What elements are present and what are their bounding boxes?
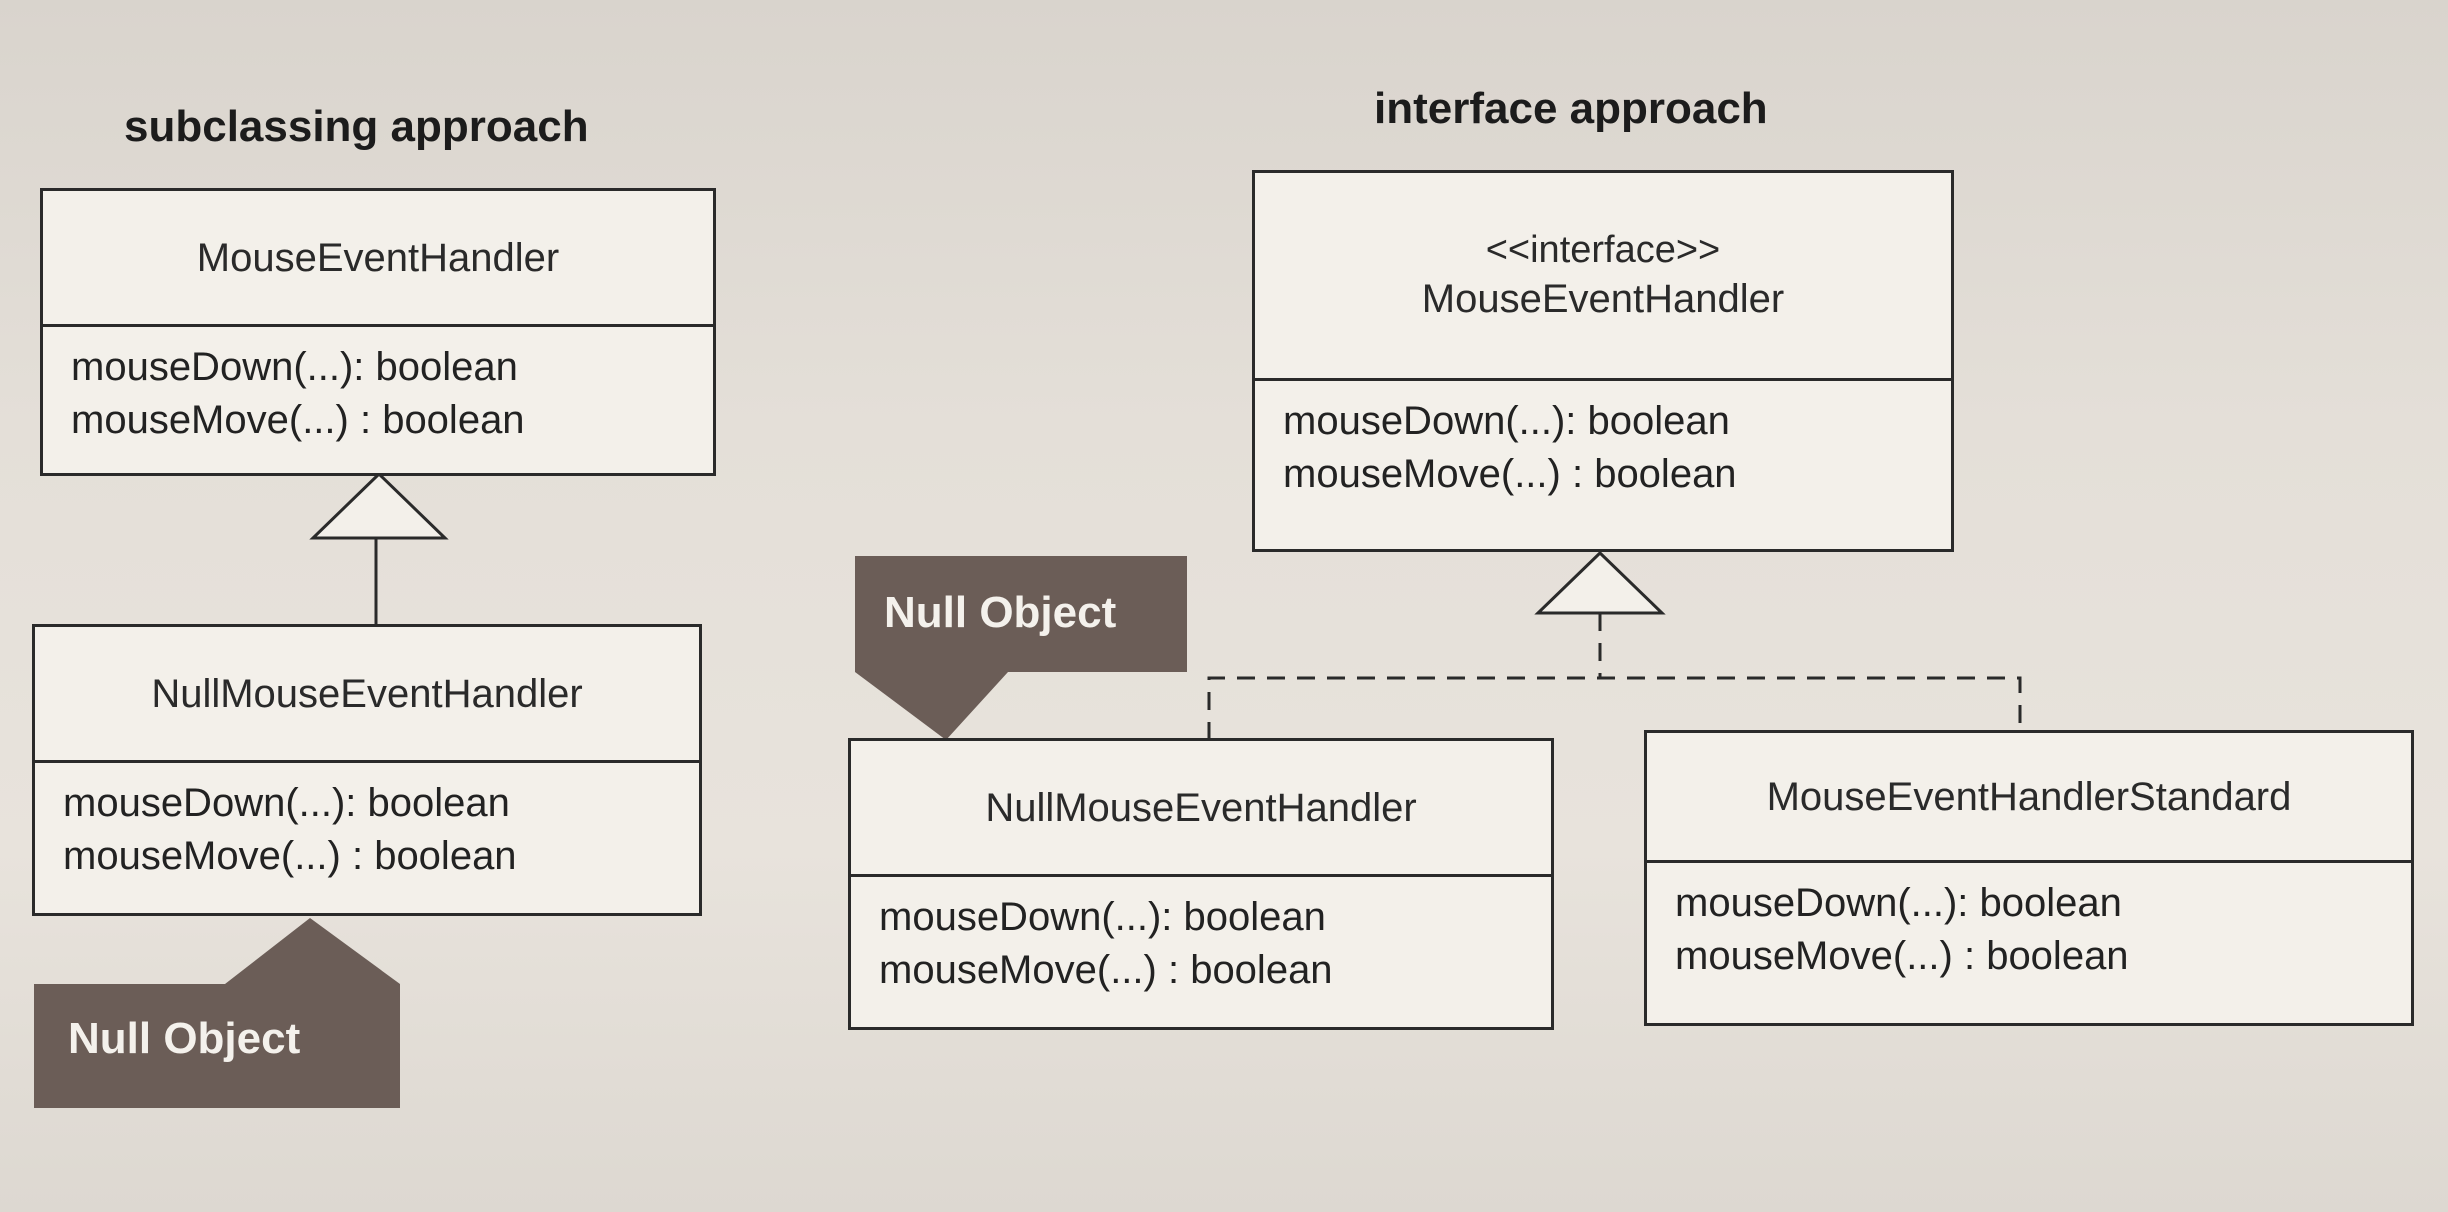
interface-operation-mousemove: mouseMove(...) : boolean (1283, 451, 1737, 496)
right-standard-operation-mousedown: mouseDown(...): boolean (1675, 881, 2122, 925)
left-diagram-title: subclassing approach (124, 102, 589, 151)
right-null-object-tag-shape (855, 556, 1187, 740)
right-standard-operation-mousemove: mouseMove(...) : boolean (1675, 933, 2129, 978)
right-standard-class-box: MouseEventHandlerStandard mouseDown(...)… (1644, 730, 2414, 1026)
left-child-operation-mousemove: mouseMove(...) : boolean (63, 833, 517, 878)
right-realization-branch (1207, 676, 2022, 740)
right-diagram-title: interface approach (1374, 84, 1768, 133)
left-inheritance-arrowhead (309, 471, 449, 540)
right-realization-arrowhead (1534, 550, 1666, 615)
left-child-class-box: NullMouseEventHandler mouseDown(...): bo… (32, 624, 702, 916)
left-parent-operation-mousedown: mouseDown(...): boolean (71, 345, 518, 389)
left-parent-class-name: MouseEventHandler (196, 235, 560, 280)
interface-stereotype: <<interface>> (1485, 228, 1721, 271)
right-null-class-name: NullMouseEventHandler (985, 785, 1417, 830)
interface-operation-mousedown: mouseDown(...): boolean (1283, 399, 1730, 443)
left-child-class-name: NullMouseEventHandler (151, 671, 583, 716)
interface-name: MouseEventHandler (1421, 277, 1785, 322)
right-null-operation-mousedown: mouseDown(...): boolean (879, 895, 1326, 939)
left-null-object-tag-label: Null Object (68, 1014, 301, 1063)
left-parent-operation-mousemove: mouseMove(...) : boolean (71, 397, 525, 442)
left-child-operation-mousedown: mouseDown(...): boolean (63, 781, 510, 825)
right-null-class-box: NullMouseEventHandler mouseDown(...): bo… (848, 738, 1554, 1030)
right-standard-class-name: MouseEventHandlerStandard (1766, 774, 2292, 819)
left-null-object-tag-shape (34, 918, 400, 1108)
right-interface-box: <<interface>> MouseEventHandler mouseDow… (1252, 170, 1954, 552)
right-null-object-tag-label: Null Object (884, 588, 1117, 637)
left-parent-class-box: MouseEventHandler mouseDown(...): boolea… (40, 188, 716, 476)
right-null-operation-mousemove: mouseMove(...) : boolean (879, 947, 1333, 992)
